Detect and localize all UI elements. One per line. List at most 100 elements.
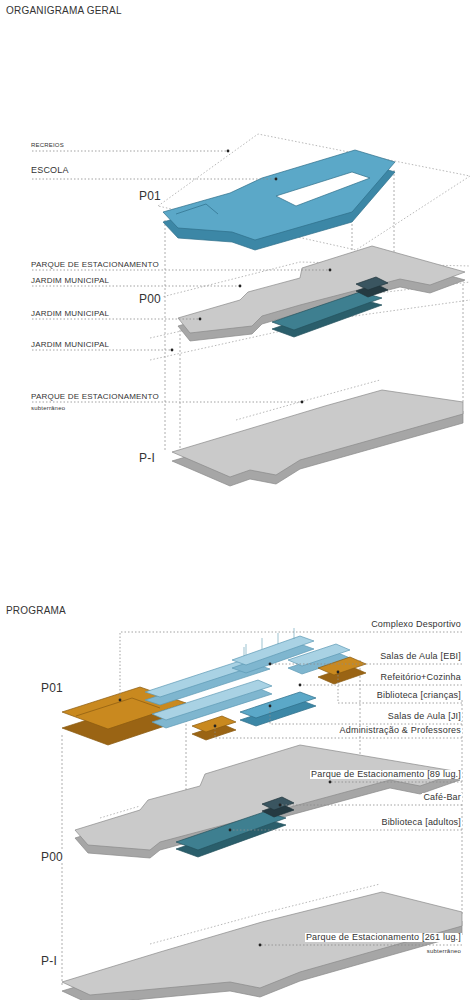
leader-dots [227, 150, 230, 153]
cafe-block [262, 797, 294, 810]
children-library [318, 657, 366, 684]
level-label: P-I [40, 955, 58, 967]
classrooms-ebi [278, 633, 279, 644]
ground-slab [178, 246, 465, 333]
leader-lines [280, 805, 462, 806]
leader-lines [32, 402, 302, 403]
leader-dots [301, 401, 304, 404]
program-label: PARQUE DE ESTACIONAMENTO [30, 393, 160, 401]
cafe-block [356, 277, 388, 290]
leader-lines [330, 782, 462, 783]
program-label: Biblioteca [crianças] [376, 691, 462, 700]
administration [192, 716, 236, 732]
leader-dots [239, 285, 242, 288]
library-block [176, 812, 286, 850]
ground-slab [100, 806, 140, 818]
leader-lines [260, 945, 462, 946]
level-verticals [165, 220, 166, 452]
leader-lines [32, 286, 240, 287]
leader-dots [259, 944, 262, 947]
school-slab [163, 150, 395, 240]
program-label: Refeitório+Cozinha [380, 673, 462, 682]
classrooms-ebi [244, 647, 245, 656]
administration [192, 716, 236, 740]
leader-dots [275, 178, 278, 181]
program-label: RECREIOS [30, 142, 65, 148]
leader-dots [299, 684, 302, 687]
classrooms-ji [240, 692, 316, 718]
leader-dots [119, 699, 122, 702]
leader-lines [215, 726, 462, 738]
leader-lines [270, 664, 462, 665]
basement-slab [236, 380, 380, 420]
program-label: subterrâneo [30, 405, 66, 411]
program-label: JARDIM MUNICIPAL [30, 277, 110, 285]
program-label: Salas de Aula [JI] [387, 712, 462, 721]
leader-dots [119, 663, 340, 947]
classrooms-ebi [246, 644, 247, 655]
level-label: P01 [40, 682, 64, 694]
program-label: PROGRAMA [5, 606, 67, 616]
leader-lines [32, 179, 276, 180]
ground-slab [75, 745, 460, 858]
basement-slab [62, 884, 462, 1000]
leader-dots [229, 829, 232, 832]
leader-lines [300, 685, 462, 686]
classrooms-ebi [294, 628, 295, 639]
program-label: Café-Bar [422, 793, 462, 802]
basement-slab [172, 390, 463, 477]
leader-lines [32, 319, 200, 320]
leader-lines [32, 350, 172, 351]
leader-dots [279, 804, 282, 807]
school-slab [176, 204, 218, 214]
program-label: Administração & Professores [339, 726, 462, 735]
program-label: Salas de Aula [EBI] [379, 652, 462, 661]
classrooms-ebi [262, 638, 263, 649]
library-block [272, 292, 382, 337]
leader-lines [120, 632, 462, 945]
library-block [176, 812, 286, 857]
program-label: JARDIM MUNICIPAL [30, 341, 110, 349]
leader-lines [32, 270, 330, 271]
children-library [318, 657, 366, 675]
leader-lines [270, 706, 462, 724]
leader-lines [338, 672, 462, 703]
leader-lines [32, 151, 228, 152]
cafe-block [262, 797, 294, 817]
basement-slab [172, 380, 463, 486]
ground-slab [178, 246, 465, 341]
program-label: PARQUE DE ESTACIONAMENTO [30, 261, 160, 269]
leader-dots [269, 663, 272, 666]
basement-slab [62, 892, 462, 995]
leader-dots [171, 349, 174, 352]
library-block [272, 292, 382, 330]
diagram-title: ORGANIGRAMA GERAL [5, 6, 123, 16]
leader-dots [199, 318, 202, 321]
level-verticals [463, 280, 464, 402]
level-label: P00 [40, 851, 64, 863]
program-label: subterrâneo [426, 948, 462, 954]
cafe-block [356, 277, 388, 297]
school-slab [276, 172, 370, 206]
level-verticals [180, 330, 181, 450]
program-label: ESCOLA [30, 166, 70, 175]
ground-slab [75, 745, 460, 850]
leader-dots [269, 705, 272, 708]
leader-lines [230, 830, 462, 831]
level-verticals [186, 720, 187, 800]
level-label: P00 [138, 293, 162, 305]
program-label: JARDIM MUNICIPAL [30, 310, 110, 318]
program-label: Parque de Estacionamento [89 lug.] [310, 770, 462, 779]
leader-dots [337, 671, 340, 674]
leader-dots [329, 269, 332, 272]
leader-dots [329, 781, 332, 784]
level-label: P01 [138, 190, 162, 202]
school-slab [163, 150, 395, 250]
program-label: Parque de Estacionamento [261 lug.] [305, 933, 462, 942]
program-label: Biblioteca [adultos] [380, 818, 462, 827]
leader-dots [171, 150, 332, 404]
level-label: P-I [138, 452, 156, 464]
leader-dots [214, 725, 217, 728]
leader-lines [120, 632, 462, 700]
